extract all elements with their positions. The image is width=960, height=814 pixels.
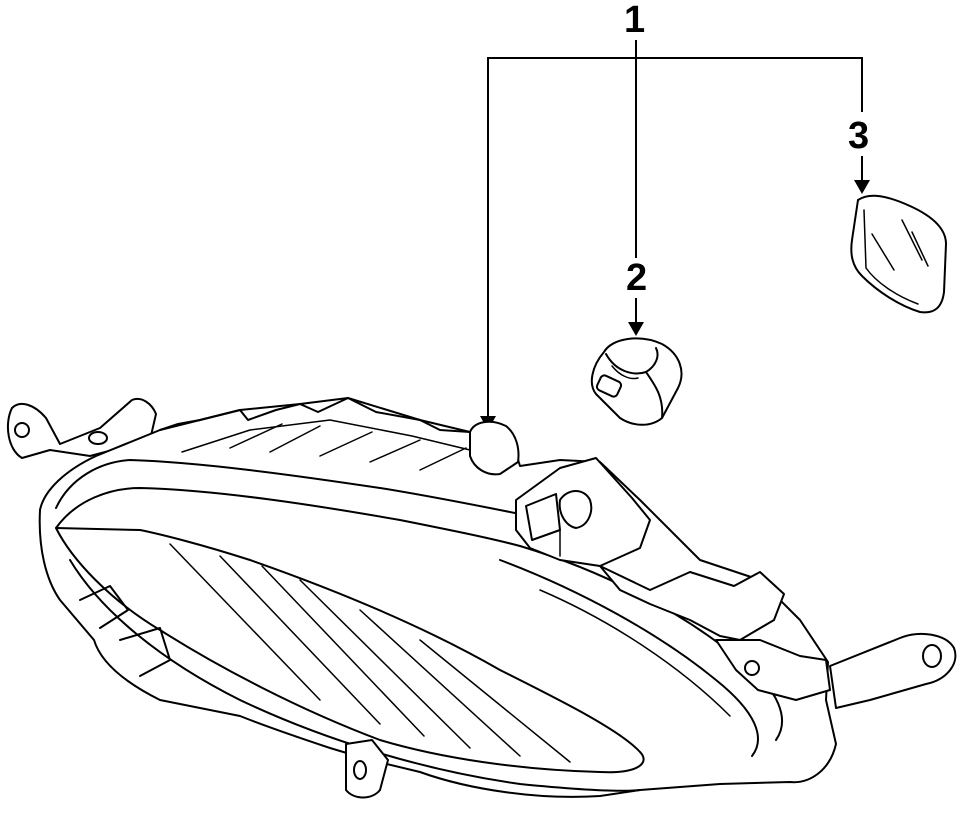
lens-line-5 [359,609,521,757]
lens-line-3 [261,565,425,737]
bulb-side-line [645,371,664,419]
arrow-2 [628,322,644,336]
left-mount-hole [14,422,30,438]
lens-line-4 [299,579,471,749]
lens-line-2 [219,555,381,725]
cover-lens-shine-1 [871,233,895,271]
left-lower-lug [79,585,129,629]
bezel-upper-edge-1 [55,459,521,515]
fin-5 [419,447,467,471]
lens-line-6 [419,639,571,763]
callout-3-label[interactable]: 3 [848,115,869,157]
cover-lens-shine-3 [911,231,929,267]
bezel-upper-edge-2 [55,487,521,547]
left-mount-hole-2 [88,431,108,445]
fin-3 [319,431,373,457]
arrow-3 [854,180,870,194]
callout-1-label[interactable]: 1 [624,0,645,41]
cover-lens-part[interactable] [850,194,947,314]
bottom-mount-hole [353,760,367,780]
left-mount-bracket [6,398,157,459]
bezel-right-sweep-2 [499,559,759,757]
inner-lens [55,527,645,774]
right-mount-hole [922,644,942,668]
lamp-housing [38,397,837,798]
bezel-lower-edge [69,559,641,792]
housing-top-ridge [159,397,471,433]
fog-lamp-assembly-part[interactable] [6,397,957,799]
leader-1-bracket [487,57,863,418]
right-mount-tab [829,632,957,709]
bottom-mount-tab [345,739,389,799]
bulb-socket-ring [611,365,639,380]
fin-1 [229,423,283,449]
bulb-terminal [595,374,623,398]
right-lower-step [715,639,831,701]
fin-2 [269,425,321,453]
cover-lens-outline [850,194,947,314]
cover-lens-shine-2 [901,219,923,261]
fin-4 [369,439,421,463]
callout-2-label[interactable]: 2 [626,257,647,299]
bulb-part[interactable] [590,337,683,426]
right-step-hole [744,660,760,676]
connector-pin-housing [558,490,593,529]
leader-lines [480,40,870,430]
left-lower-lug-2 [119,627,171,677]
housing-rear-edge [181,419,471,453]
bulb-body [590,337,683,426]
right-steps [599,565,785,641]
socket-boss [469,420,520,476]
cover-lens-inner-edge [863,209,919,305]
lens-line-1 [169,543,321,701]
bezel-right-sweep-3 [539,589,731,717]
